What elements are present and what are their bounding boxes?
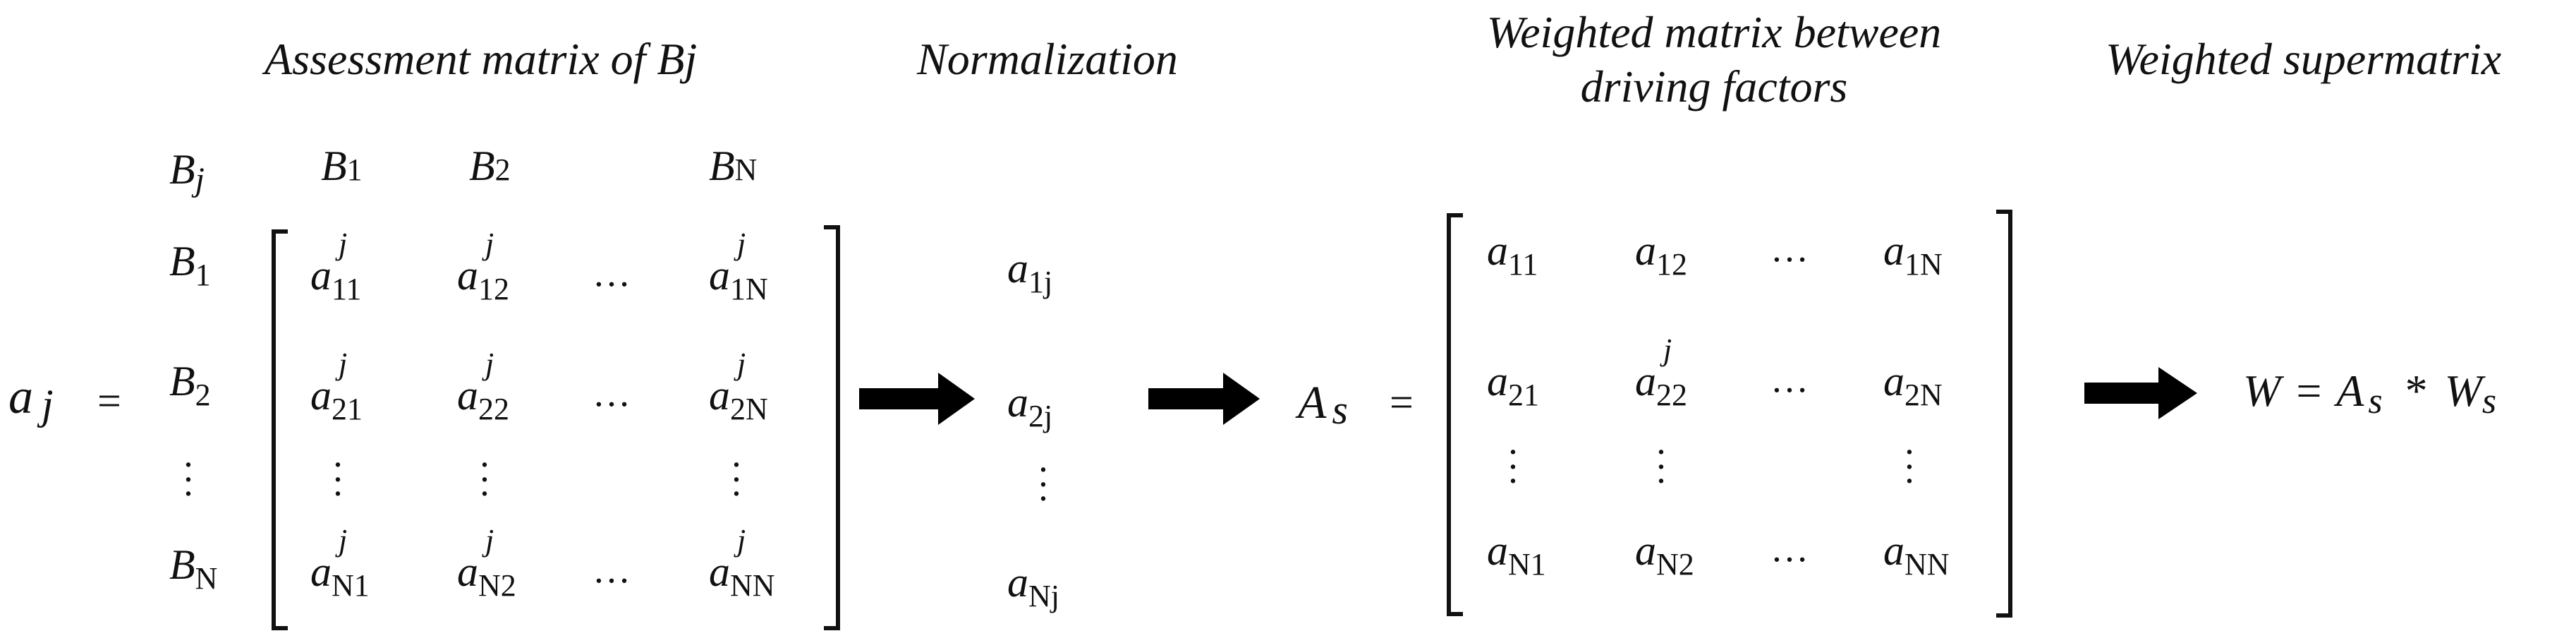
- weighted-cell-r4-c4: aNN: [1883, 527, 1950, 582]
- arrow-to-supermatrix: [2084, 367, 2197, 419]
- row-head-bn: BN: [169, 541, 218, 596]
- assessment-left-bracket: [272, 229, 288, 630]
- weighted-cell-r2-c1: a21: [1487, 358, 1539, 412]
- assessment-cell-r2-c3: …: [593, 372, 635, 414]
- header-weighted-matrix: Weighted matrix between driving factors: [1486, 7, 1942, 112]
- weighted-cell-r1-c3: …: [1770, 227, 1813, 270]
- weighted-cell-r4-c3: …: [1770, 527, 1813, 570]
- assessment-right-bracket: [824, 225, 840, 630]
- row-head-b2: B2: [169, 358, 211, 412]
- lhs-equals: =: [97, 378, 121, 424]
- corner-label-bj: Bj: [169, 146, 205, 198]
- weighted-left-bracket: [1447, 213, 1463, 616]
- arrow-to-normalization: [859, 373, 975, 425]
- row-head-b1: B1: [169, 238, 211, 292]
- weighted-cell-r2-c3: …: [1770, 358, 1813, 400]
- col-head-b1: B1: [321, 143, 363, 189]
- header-weighted-supermatrix: Weighted supermatrix: [2106, 34, 2502, 84]
- arrow-to-weighted-matrix: [1148, 373, 1260, 425]
- col-head-bn: BN: [709, 143, 758, 189]
- normalization-item-4: aNj: [1007, 559, 1059, 613]
- weighted-cell-r4-c2: aN2: [1635, 527, 1694, 582]
- header-normalization: Normalization: [917, 34, 1178, 84]
- as-equals: =: [1390, 379, 1414, 426]
- normalization-item-1: a1j: [1007, 245, 1053, 299]
- assessment-cell-r4-c3: …: [593, 548, 635, 591]
- col-head-b2: B2: [469, 143, 511, 189]
- weighted-cell-r4-c1: aN1: [1487, 527, 1546, 582]
- assessment-cell-r1-c3: …: [593, 252, 635, 294]
- weighted-right-bracket: [1996, 210, 2012, 618]
- weighted-cell-r1-c1: a11: [1487, 227, 1538, 282]
- weighted-cell-r1-c2: a12: [1635, 227, 1687, 282]
- normalization-item-2: a2j: [1007, 379, 1053, 433]
- weighted-cell-r2-c4: a2N: [1883, 358, 1943, 412]
- weighted-cell-r1-c4: a1N: [1883, 227, 1943, 282]
- header-assessment-matrix: Assessment matrix of Bj: [265, 34, 698, 84]
